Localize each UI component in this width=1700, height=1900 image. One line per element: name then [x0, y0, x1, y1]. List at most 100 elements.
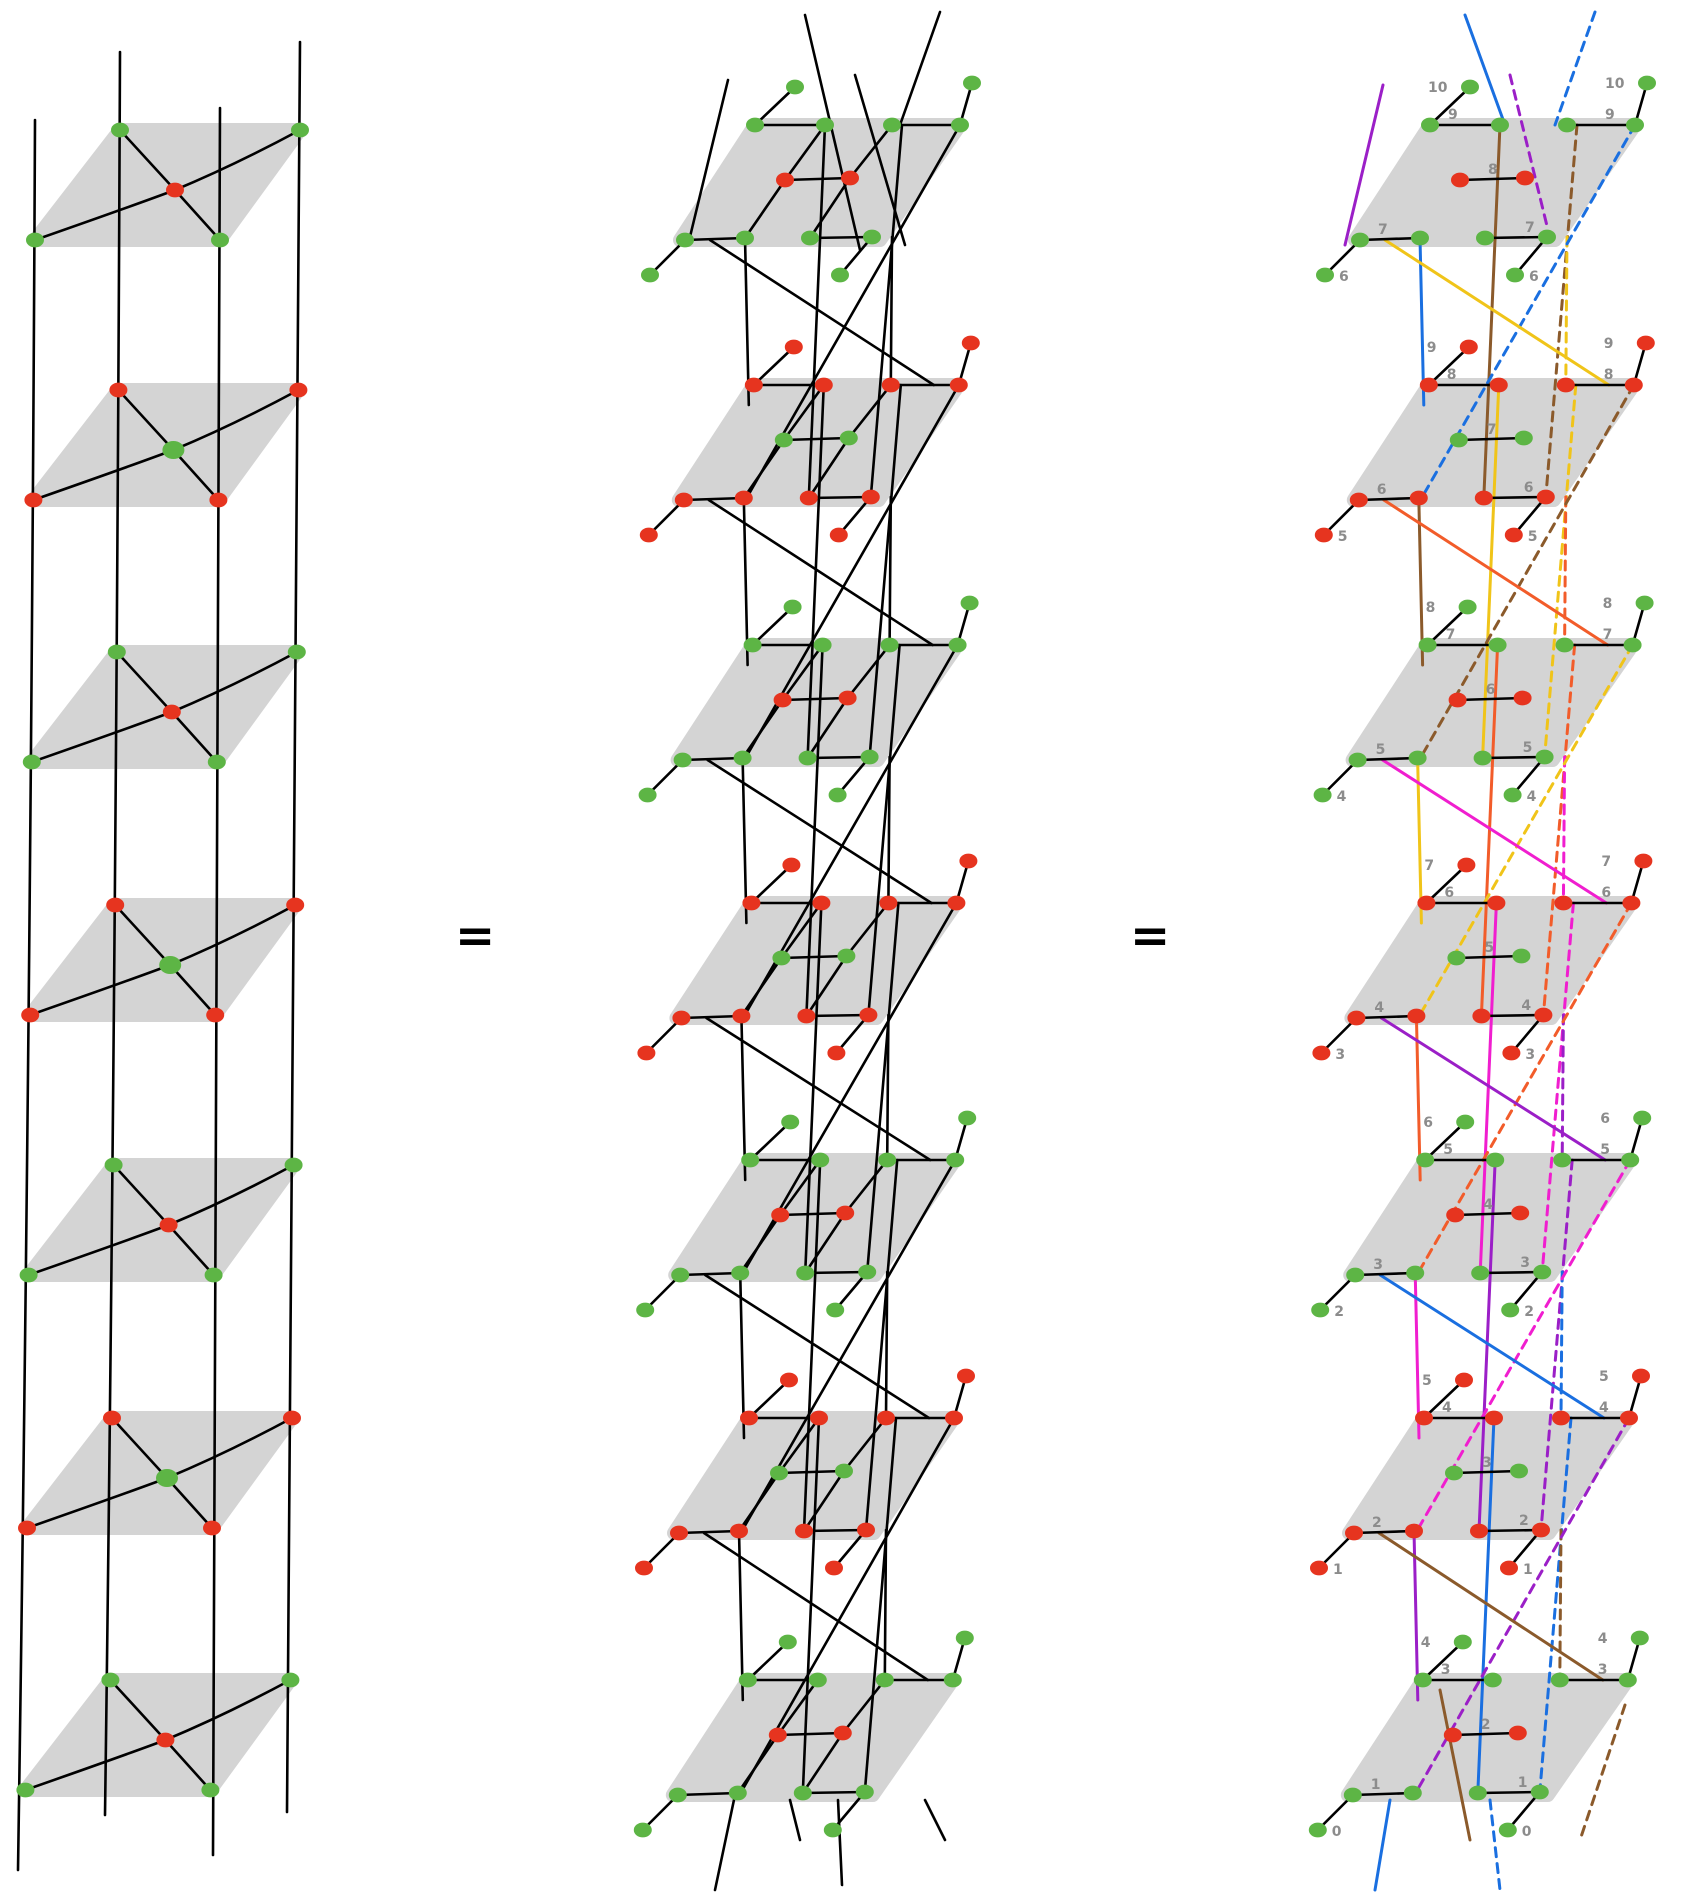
node-dot	[880, 637, 899, 653]
colored-strand	[1382, 498, 1610, 647]
node-dot	[731, 1265, 750, 1281]
node-dot	[1555, 637, 1574, 653]
node-dot	[1476, 230, 1494, 246]
center-dot	[162, 440, 185, 460]
colored-strand	[1538, 1416, 1573, 1794]
node-dot	[1636, 335, 1655, 351]
node-dot	[1633, 1110, 1652, 1126]
colored-strand	[1378, 1273, 1606, 1420]
bottom-edge	[1357, 496, 1421, 502]
colored-strand	[1543, 383, 1578, 759]
strand	[867, 643, 901, 1017]
inner-dot	[838, 690, 857, 706]
strand	[740, 1014, 747, 1182]
node-dot	[823, 1822, 842, 1838]
node-dot	[1538, 229, 1556, 245]
inner-edge	[783, 123, 827, 182]
equals-sign-1: =	[455, 908, 495, 964]
inner-dot	[1516, 170, 1534, 186]
center-dot	[156, 1732, 175, 1748]
node-dot	[814, 377, 833, 393]
node-dot	[1455, 1372, 1473, 1388]
stub-edge	[1428, 85, 1472, 127]
stub-edge	[752, 345, 796, 387]
node-dot	[1635, 595, 1654, 611]
inner-dot	[1513, 690, 1532, 706]
bottom-edge	[1351, 1791, 1415, 1797]
node-dot	[825, 1560, 843, 1576]
node-dot	[1535, 749, 1554, 765]
layer-label: 2	[1334, 1304, 1344, 1320]
corner-dot	[287, 644, 306, 660]
corner-dot	[22, 754, 41, 770]
layer-label: 3	[1525, 1047, 1535, 1063]
strand-4	[285, 40, 302, 1814]
middle-lattice-panel	[633, 10, 981, 1892]
layer-label: 3	[1520, 1255, 1530, 1271]
inner-dot	[836, 1205, 855, 1221]
corner-dot	[291, 122, 309, 138]
layer-label: 3	[1373, 1257, 1383, 1273]
node-dot	[1621, 1152, 1640, 1168]
node-dot	[1630, 1630, 1649, 1646]
node-dot	[633, 1822, 652, 1838]
stub-edge	[1423, 1120, 1467, 1162]
inner-edge	[738, 1213, 782, 1275]
node-dot	[1347, 1010, 1366, 1026]
node-dot	[796, 1265, 815, 1281]
node-dot	[860, 749, 879, 765]
corner-dot	[286, 897, 305, 913]
layer-label: 4	[1483, 1197, 1493, 1213]
strand	[863, 1416, 898, 1794]
node-dot	[668, 1787, 687, 1803]
stub-edge	[646, 758, 684, 797]
node-dot	[782, 857, 801, 873]
node-dot	[746, 117, 764, 133]
strand	[836, 1798, 844, 1887]
inner-edge	[743, 178, 787, 240]
node-dot	[1456, 1114, 1475, 1130]
node-dot	[816, 117, 834, 133]
node-dot	[1406, 1265, 1425, 1281]
node-dot	[1472, 1008, 1491, 1024]
path-brown-dashed	[1578, 1703, 1627, 1842]
bottom-edge	[1480, 1013, 1545, 1018]
node-dot	[857, 1522, 875, 1538]
node-dot	[861, 489, 880, 505]
strand	[884, 1270, 889, 1420]
stub-edge	[750, 863, 793, 905]
stub-edge	[1318, 1273, 1357, 1312]
corner-dot	[284, 1157, 303, 1173]
node-dot	[1622, 895, 1641, 911]
strand	[703, 1273, 931, 1420]
inner-dot	[833, 1725, 852, 1741]
layer-label: 7	[1378, 222, 1388, 238]
stub-edge	[1323, 238, 1362, 277]
layer-label: 6	[1486, 682, 1496, 698]
colored-strand	[1416, 756, 1423, 925]
layer-label: 6	[1524, 480, 1534, 496]
node-dot	[1638, 75, 1656, 91]
inner-edge	[781, 643, 824, 702]
node-dot	[951, 117, 969, 133]
stub-edge	[1317, 1531, 1356, 1570]
node-dot	[829, 527, 848, 543]
node-dot	[855, 1784, 874, 1800]
colored-strand	[1381, 758, 1608, 905]
node-dot	[1316, 267, 1334, 283]
layer-label: 9	[1604, 336, 1614, 352]
inner-edge	[847, 383, 893, 440]
inner-edge	[807, 436, 851, 500]
inner-dot	[835, 1463, 853, 1479]
inner-edge	[740, 956, 783, 1018]
node-dot	[1458, 599, 1477, 615]
center-dot	[159, 955, 182, 975]
strand	[803, 901, 823, 1275]
layer-label: 8	[1426, 600, 1436, 616]
node-dot	[740, 1410, 758, 1426]
colored-strand	[1540, 901, 1575, 1274]
bottom-edge	[683, 236, 747, 242]
node-dot	[676, 232, 694, 248]
colored-strand	[1417, 123, 1637, 505]
